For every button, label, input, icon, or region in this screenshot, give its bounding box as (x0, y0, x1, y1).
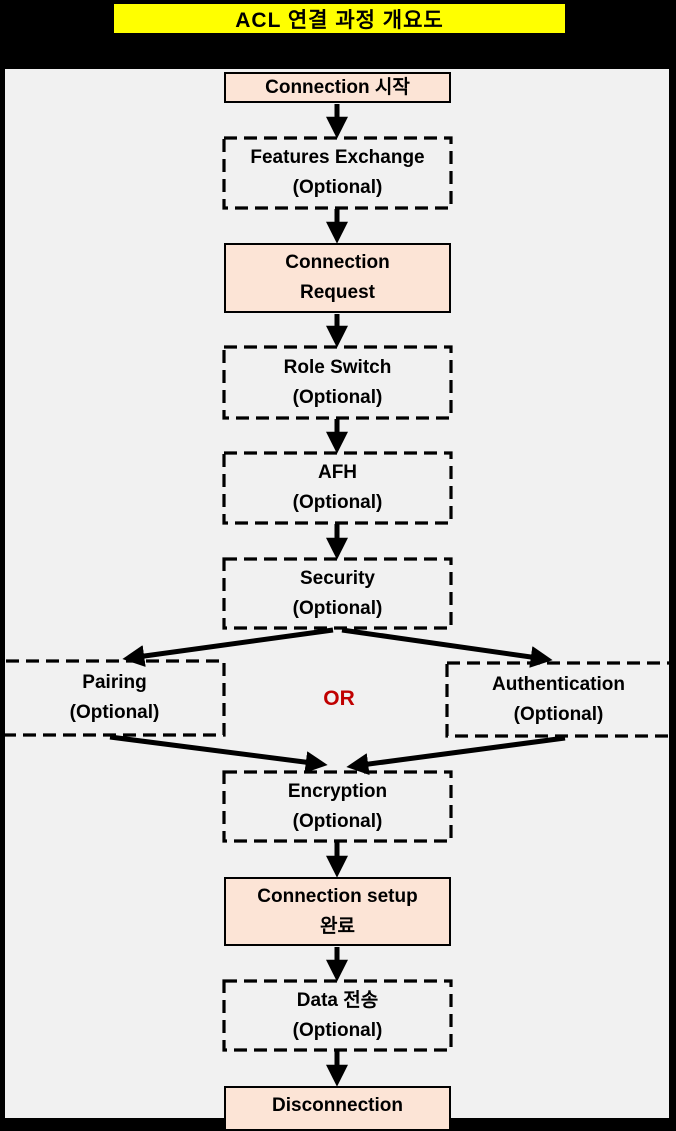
node-label: Security (300, 567, 375, 589)
node-afh: AFH (Optional) (224, 453, 451, 523)
node-label: Connection setup (257, 885, 418, 907)
node-label: (Optional) (292, 177, 383, 198)
node-label: Encryption (287, 780, 388, 802)
node-connection-request: Connection Request (224, 243, 451, 313)
node-authentication: Authentication (Optional) (447, 663, 670, 736)
node-label: Request (300, 282, 375, 303)
node-data-transfer: Data 전송 (Optional) (224, 981, 451, 1050)
node-label: AFH (317, 462, 358, 483)
node-label: (Optional) (292, 1019, 383, 1041)
node-label: Connection (285, 252, 390, 273)
node-disconnection: Disconnection (224, 1086, 451, 1131)
node-label: Features Exchange (250, 147, 425, 168)
node-label: Role Switch (283, 356, 392, 378)
node-encryption: Encryption (Optional) (224, 772, 451, 841)
node-label: (Optional) (513, 703, 604, 725)
node-label: Disconnection (272, 1095, 403, 1116)
node-label: Data 전송 (296, 989, 379, 1011)
node-pairing: Pairing (Optional) (5, 661, 224, 735)
diagram-title: ACL 연결 과정 개요도 (112, 2, 567, 35)
node-label: (Optional) (292, 492, 383, 513)
node-label: Connection 시작 (265, 76, 410, 98)
node-label: Pairing (82, 672, 147, 693)
node-security: Security (Optional) (224, 559, 451, 628)
node-label: 완료 (320, 915, 355, 937)
node-features-exchange: Features Exchange (Optional) (224, 138, 451, 208)
node-label: (Optional) (292, 597, 383, 619)
node-label: (Optional) (69, 702, 160, 723)
node-label: Authentication (492, 673, 625, 695)
node-connection-setup: Connection setup 완료 (224, 877, 451, 946)
node-label: (Optional) (292, 386, 383, 408)
node-label: (Optional) (292, 810, 383, 832)
node-connection-start: Connection 시작 (224, 72, 451, 103)
or-branch-label: OR (323, 687, 355, 710)
node-role-switch: Role Switch (Optional) (224, 347, 451, 418)
